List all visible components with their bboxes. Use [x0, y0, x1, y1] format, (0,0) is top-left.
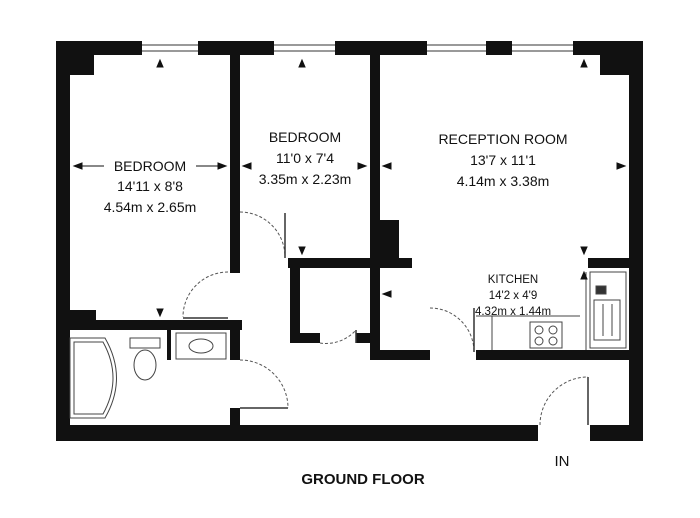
door-leaves: [183, 213, 589, 425]
room-imperial-size: 11'0 x 7'4: [276, 150, 334, 166]
room-bedroom-left: BEDROOM 14'11 x 8'8 4.54m x 2.65m: [104, 158, 197, 215]
interior-walls: [56, 55, 629, 428]
room-name: RECEPTION ROOM: [438, 131, 567, 147]
entrance-label: IN: [555, 453, 570, 470]
room-name: BEDROOM: [269, 129, 341, 145]
room-imperial-size: 13'7 x 11'1: [470, 152, 536, 168]
kitchen-fixtures: [476, 271, 627, 350]
dimension-markers: [72, 58, 627, 318]
room-reception: RECEPTION ROOM 13'7 x 11'1 4.14m x 3.38m: [438, 131, 567, 189]
room-kitchen: KITCHEN 14'2 x 4'9 4.32m x 1.44m: [475, 274, 551, 318]
windows: [142, 44, 573, 52]
floor-title: GROUND FLOOR: [301, 471, 424, 488]
room-name: BEDROOM: [114, 158, 186, 174]
room-imperial-size: 14'2 x 4'9: [489, 290, 538, 302]
room-metric-size: 3.35m x 2.23m: [259, 171, 352, 187]
room-metric-size: 4.54m x 2.65m: [104, 199, 197, 215]
outer-walls: [56, 41, 643, 441]
room-name: KITCHEN: [488, 274, 538, 286]
room-metric-size: 4.32m x 1.44m: [475, 306, 551, 318]
door-swings: [182, 211, 589, 426]
room-bedroom-middle: BEDROOM 11'0 x 7'4 3.35m x 2.23m: [259, 129, 352, 187]
room-imperial-size: 14'11 x 8'8: [117, 178, 183, 194]
bathroom-fixtures: [69, 332, 227, 419]
room-metric-size: 4.14m x 3.38m: [457, 173, 550, 189]
